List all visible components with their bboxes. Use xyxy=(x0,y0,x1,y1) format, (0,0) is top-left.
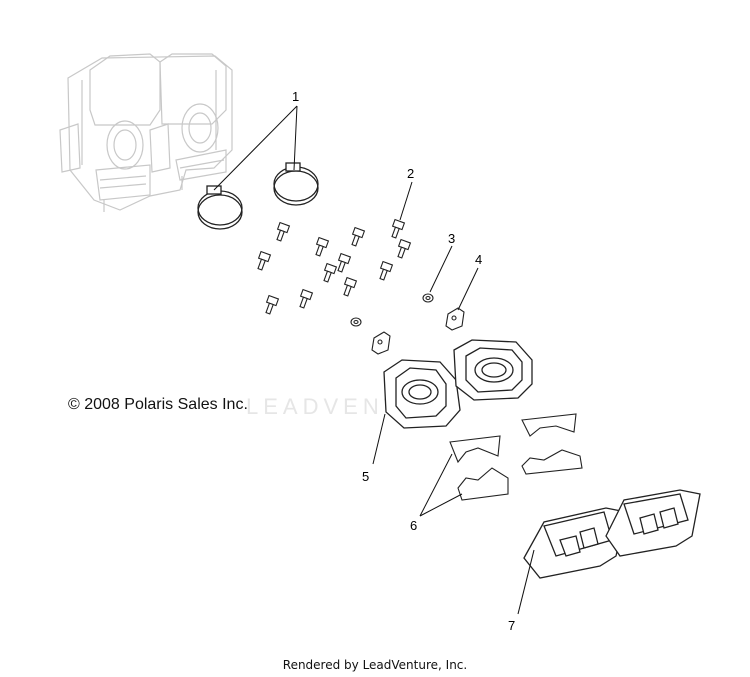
callout-5: 5 xyxy=(362,469,369,484)
footer-credit: Rendered by LeadVenture, Inc. xyxy=(282,658,468,672)
hose-clamp-left xyxy=(197,185,243,230)
bracket-group xyxy=(371,307,465,355)
hose-clamp-right xyxy=(273,162,319,206)
callout-2: 2 xyxy=(407,166,414,181)
adaptor-flange-left xyxy=(383,359,461,429)
reed-valve-left xyxy=(523,507,627,579)
leader-lines xyxy=(213,105,535,615)
callout-4: 4 xyxy=(475,252,482,267)
callout-7: 7 xyxy=(508,618,515,633)
reed-valve-right xyxy=(605,489,701,557)
callout-1: 1 xyxy=(292,89,299,104)
bolt-group xyxy=(257,218,412,315)
adaptor-flange-right xyxy=(453,339,533,401)
nut-group xyxy=(350,293,434,327)
spacer-group xyxy=(449,413,583,501)
copyright-text: © 2008 Polaris Sales Inc. xyxy=(68,396,248,413)
engine-block-ghost xyxy=(59,53,233,212)
callout-6: 6 xyxy=(410,518,417,533)
callout-3: 3 xyxy=(448,231,455,246)
